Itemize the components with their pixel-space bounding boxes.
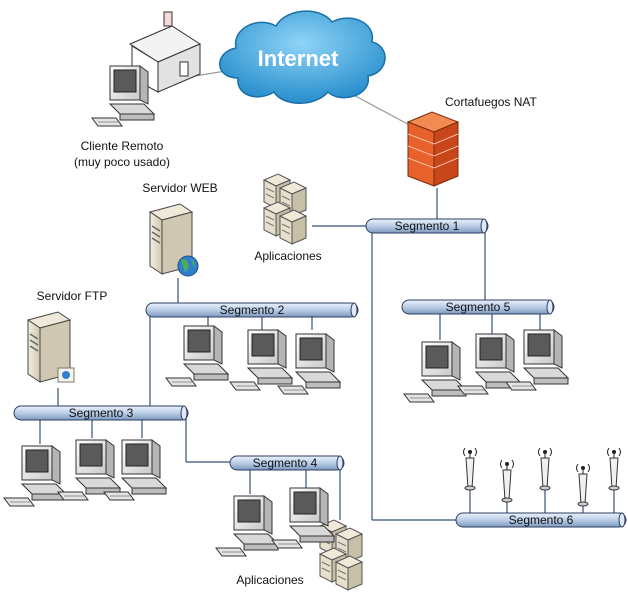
workstation-icon (3, 445, 67, 507)
app-servers-top: Aplicaciones (254, 173, 322, 263)
workstation-icon (57, 439, 121, 501)
workstation-icon (277, 333, 341, 395)
remote-client-note: (muy poco usado) (74, 155, 170, 169)
segment-3: Segmento 3 (13, 405, 189, 421)
firewall-label: Cortafuegos NAT (445, 95, 537, 109)
ftp-server-label: Servidor FTP (37, 289, 108, 303)
remote-client-computer-icon (91, 65, 155, 127)
segment-2-workstations (165, 325, 341, 395)
segment-1: Segmento 1 (365, 218, 489, 234)
segment-1-label: Segmento 1 (395, 219, 460, 233)
segment-2: Segmento 2 (145, 302, 359, 318)
segment-6-label: Segmento 6 (509, 513, 574, 527)
internet-label: Internet (258, 46, 339, 71)
segment-6: Segmento 6 (455, 512, 627, 528)
segment-3-workstations (3, 439, 167, 507)
ftp-server: Servidor FTP (27, 289, 108, 383)
wireless-antenna-icon (576, 463, 590, 507)
wireless-antenna-icon (538, 447, 552, 491)
workstation-icon (403, 341, 467, 403)
globe-icon (177, 255, 199, 277)
internet-cloud: Internet (219, 10, 386, 104)
apps-bottom-label: Aplicaciones (236, 573, 303, 587)
workstation-icon (229, 329, 293, 391)
segment-2-label: Segmento 2 (220, 303, 285, 317)
wireless-antenna-icon (607, 447, 621, 491)
app-server-icon (279, 209, 307, 245)
workstation-icon (215, 495, 279, 557)
web-server: Servidor WEB (142, 181, 218, 277)
workstation-icon (165, 325, 229, 387)
segment-5-label: Segmento 5 (446, 300, 511, 314)
workstation-icon (271, 487, 335, 549)
web-server-label: Servidor WEB (142, 181, 217, 195)
segment-3-label: Segmento 3 (69, 406, 134, 420)
remote-client: Cliente Remoto (muy poco usado) (74, 11, 202, 169)
segment-5: Segmento 5 (401, 299, 555, 315)
wireless-antenna-icon (463, 447, 477, 491)
segment-4-label: Segmento 4 (253, 456, 318, 470)
segment-6-antennas (463, 447, 621, 507)
firewall-icon (406, 111, 460, 187)
segment-4-workstations (215, 487, 335, 557)
apps-top-label: Aplicaciones (254, 249, 321, 263)
firewall: Cortafuegos NAT (406, 95, 537, 187)
folder-icon (57, 367, 75, 383)
app-server-icon (335, 555, 363, 591)
remote-client-label: Cliente Remoto (81, 139, 164, 153)
app-servers-bottom: Aplicaciones (236, 519, 363, 591)
wireless-antenna-icon (500, 459, 514, 503)
segment-4: Segmento 4 (229, 455, 345, 471)
segment-5-workstations (403, 329, 569, 403)
